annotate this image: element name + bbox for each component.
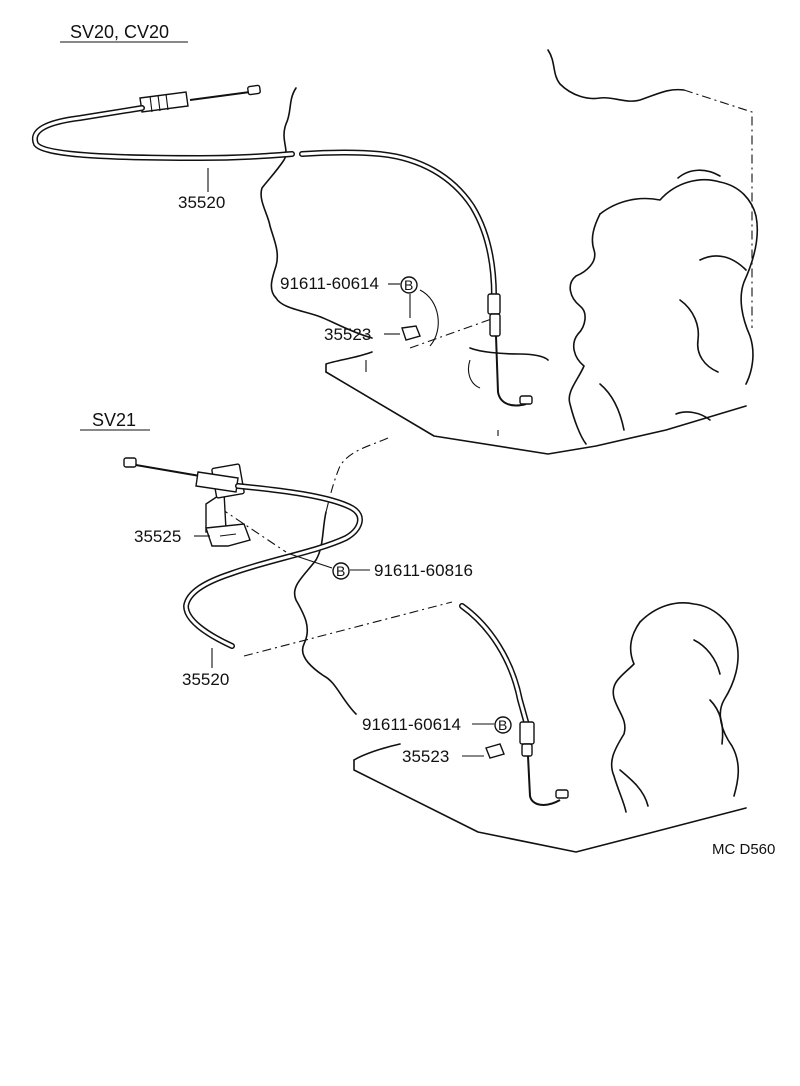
transmission-outline-top xyxy=(260,49,759,455)
clamp-part-top xyxy=(401,325,421,341)
label-91611-60614-bottom: 91611-60614 xyxy=(362,715,461,734)
section-header-sv20-cv20: SV20, CV20 xyxy=(70,22,169,42)
cable-end-fitting xyxy=(247,84,261,96)
label-91611-60816: 91611-60816 xyxy=(374,561,473,580)
transmission-outline-bottom xyxy=(293,437,747,853)
cable-lower-fitting xyxy=(487,293,501,315)
cable-lower-wire xyxy=(495,335,527,407)
cable-assembly-bottom xyxy=(123,457,569,806)
cable-lower-sleeve xyxy=(489,313,501,337)
label-35520-bottom: 35520 xyxy=(182,670,229,689)
marker-b-bottom-letter: B xyxy=(498,717,507,733)
cable-lower-sleeve-sv21 xyxy=(521,743,533,757)
cable-adjuster-thread xyxy=(149,93,169,113)
cable-lower-wire-sv21 xyxy=(527,755,561,806)
marker-b-bottom xyxy=(494,716,512,734)
cable-assembly-top xyxy=(31,84,533,407)
cable-lower-end-sv21 xyxy=(555,789,569,799)
label-35520-top: 35520 xyxy=(178,193,225,212)
marker-b-mid-letter: B xyxy=(336,563,345,579)
section-sv20-cv20: SV20, CV20 xyxy=(31,22,759,455)
marker-b-top xyxy=(400,276,418,294)
cable-inner-wire-end-sv21 xyxy=(129,463,201,477)
cable-adjuster-sv21 xyxy=(195,471,239,493)
diagram-code: MC D560 xyxy=(712,841,775,858)
label-91611-60614-top: 91611-60614 xyxy=(280,274,379,293)
cable-end-fitting-sv21 xyxy=(123,457,137,468)
cable-lower-fitting-sv21 xyxy=(519,721,535,745)
section-header-sv21: SV21 xyxy=(92,410,136,430)
label-35523-top: 35523 xyxy=(324,325,371,344)
clamp-part-bottom xyxy=(485,743,505,759)
leader-line-91611-60816 xyxy=(289,553,333,569)
cable-inner-wire-end xyxy=(189,91,251,101)
marker-b-mid xyxy=(332,562,350,580)
routing-line-lower xyxy=(243,601,453,657)
cable-adjuster-nut xyxy=(139,91,189,113)
marker-b-top-letter: B xyxy=(404,277,413,293)
cable-lower-end xyxy=(519,395,533,405)
section-sv21: SV21 xyxy=(80,410,747,853)
label-35525: 35525 xyxy=(134,527,181,546)
bolt-leader-arc xyxy=(419,289,439,347)
label-35523-bottom: 35523 xyxy=(402,747,449,766)
routing-line-bracket xyxy=(219,507,287,553)
